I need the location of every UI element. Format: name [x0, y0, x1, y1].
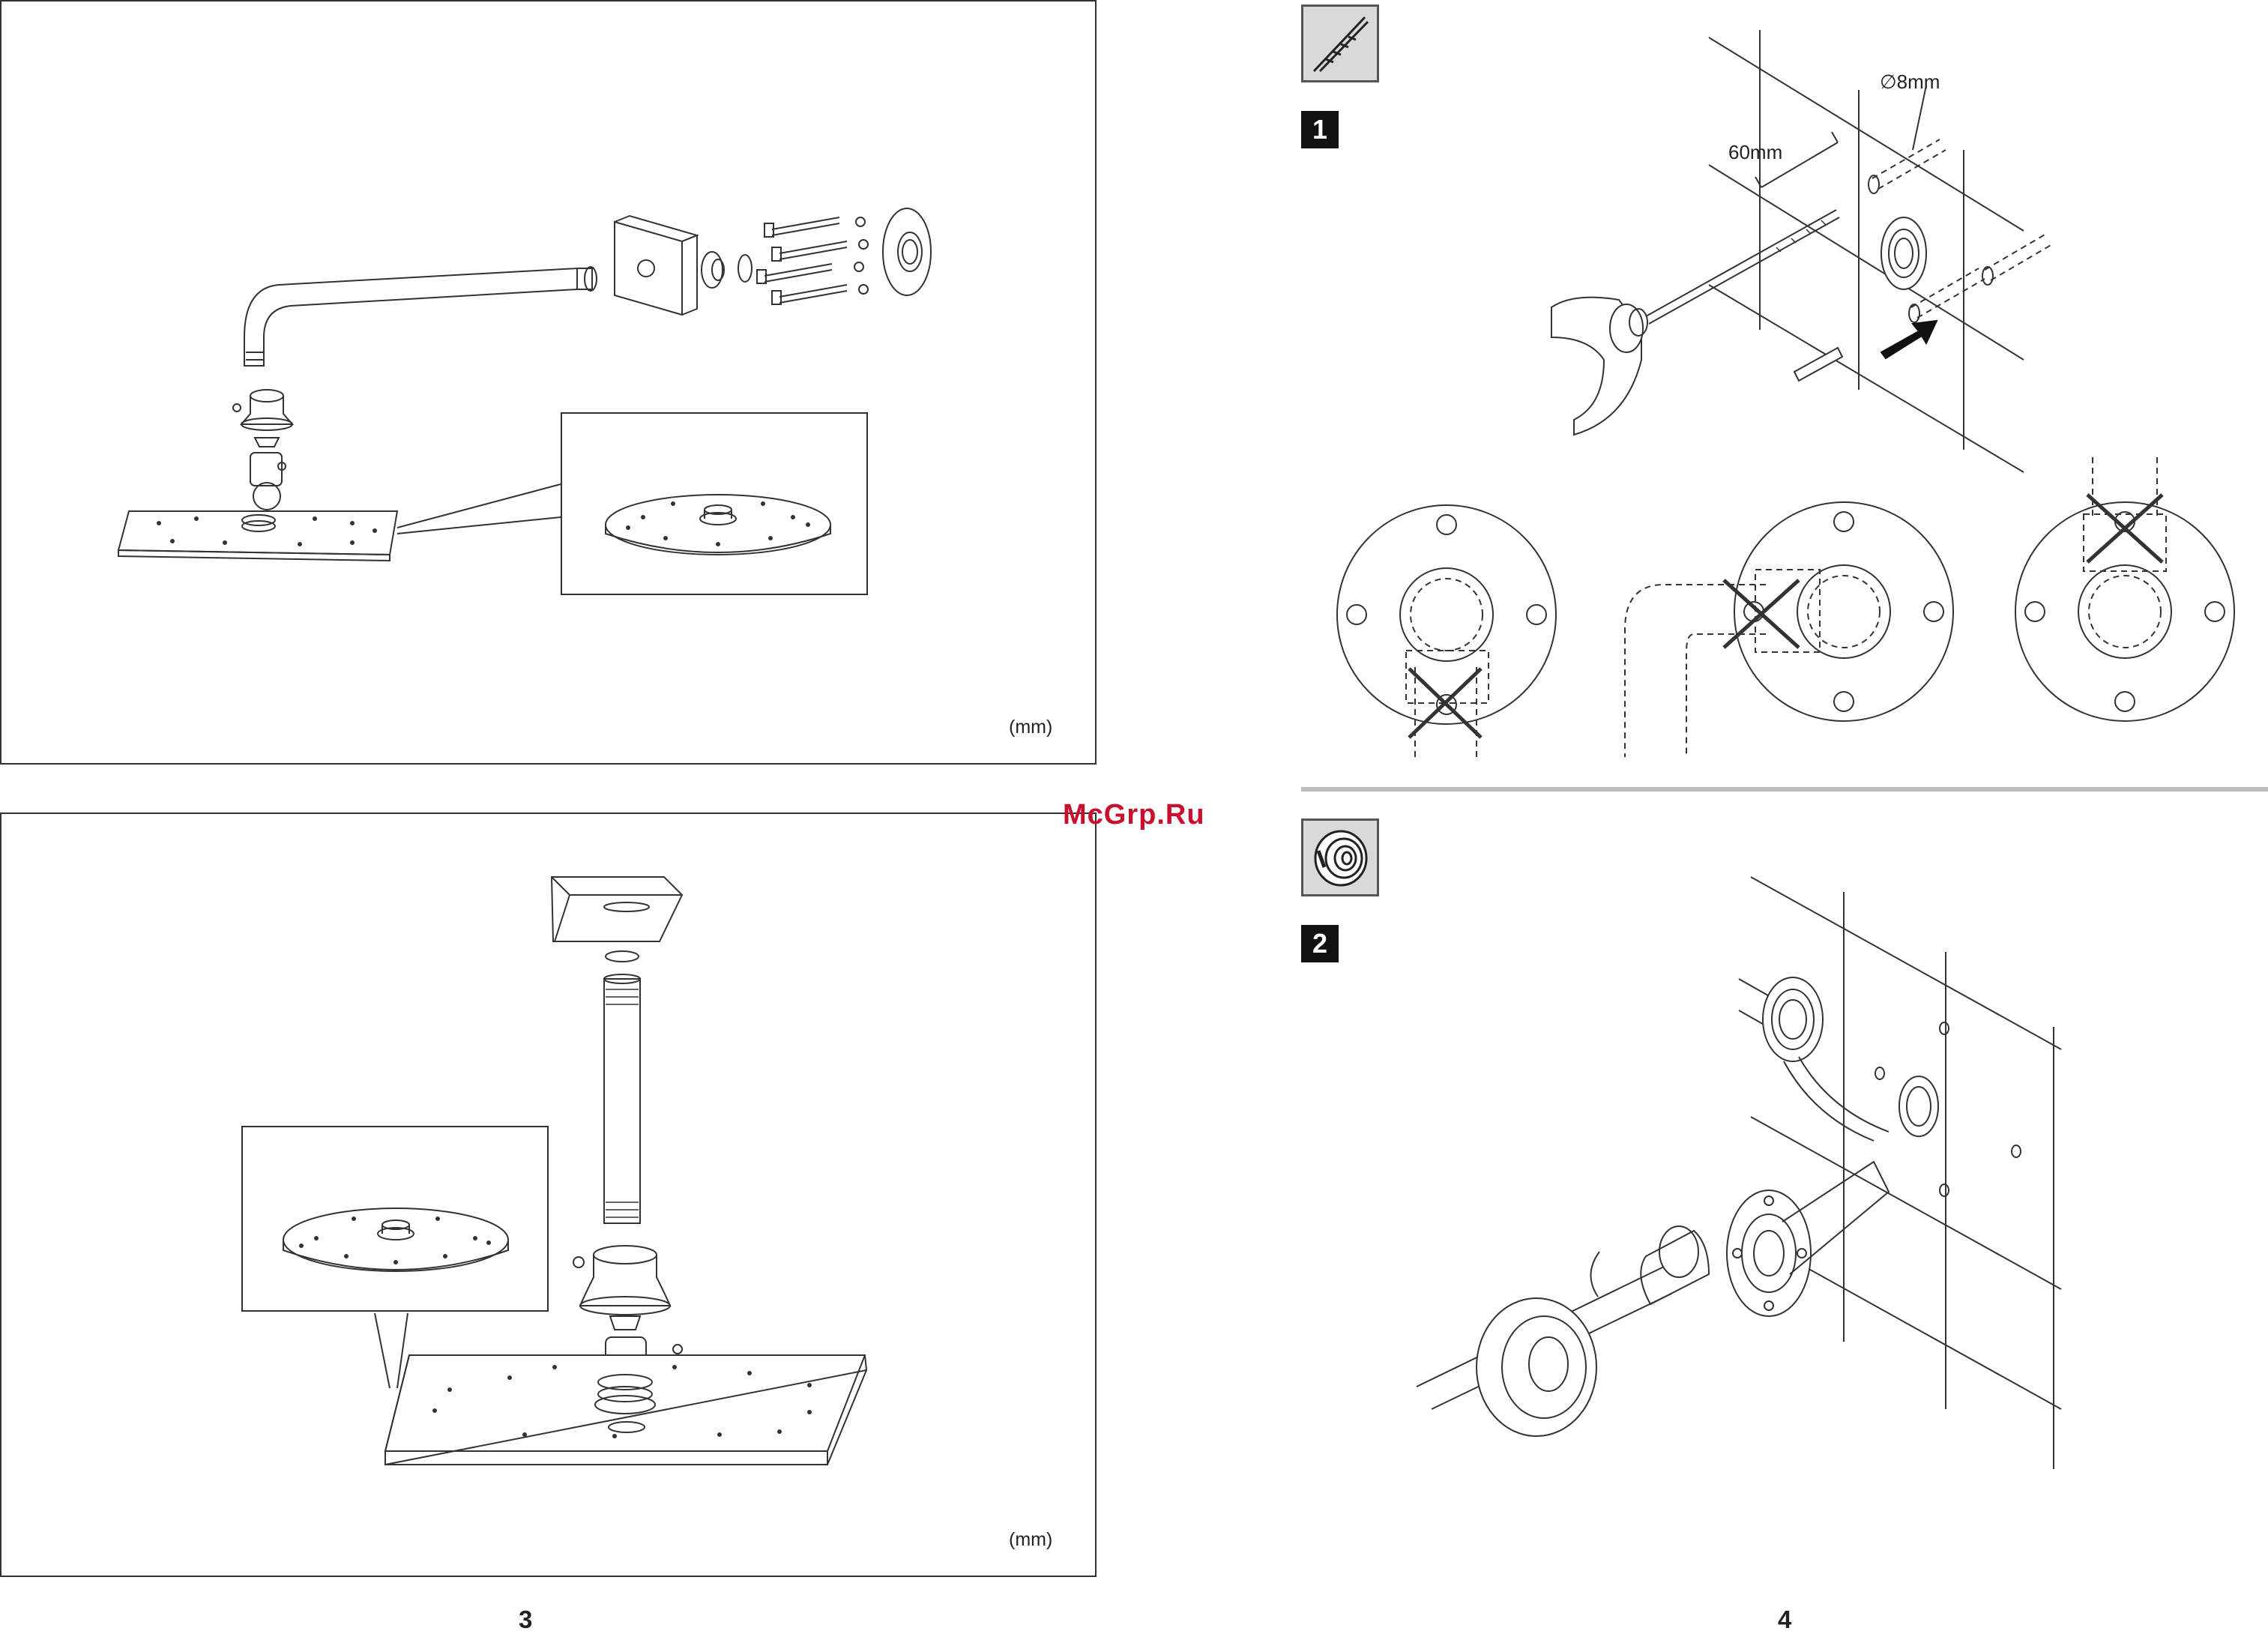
flange-diagram-1 [1337, 505, 1556, 757]
step-2-badge: 2 [1301, 925, 1339, 962]
flange-orientation-diagrams [1334, 457, 2249, 757]
dimension-depth-label: 60mm [1728, 141, 1782, 164]
step-1-badge: 1 [1301, 111, 1339, 148]
drilling-wall-drawing [1529, 30, 2069, 480]
sealing-tape-icon [1301, 818, 1379, 896]
dimension-diameter-label: ∅8mm [1880, 70, 1940, 94]
section-divider [1301, 787, 2268, 792]
drill-bit-icon [1301, 4, 1379, 82]
page-number-left: 3 [519, 1606, 532, 1634]
wall-arm-exploded-drawing [0, 0, 1097, 765]
flange-diagram-3 [2015, 457, 2234, 721]
unit-label-bottom: (mm) [1009, 1529, 1052, 1551]
unit-label-top: (mm) [1009, 717, 1052, 738]
flange-diagram-2 [1625, 502, 1953, 757]
round-plate-drawing-top [561, 412, 868, 595]
page-number-right: 4 [1778, 1606, 1791, 1634]
round-plate-drawing-bottom [241, 1126, 549, 1312]
thread-sealing-drawing [1409, 869, 2084, 1469]
watermark: McGrp.Ru [1063, 799, 1205, 831]
